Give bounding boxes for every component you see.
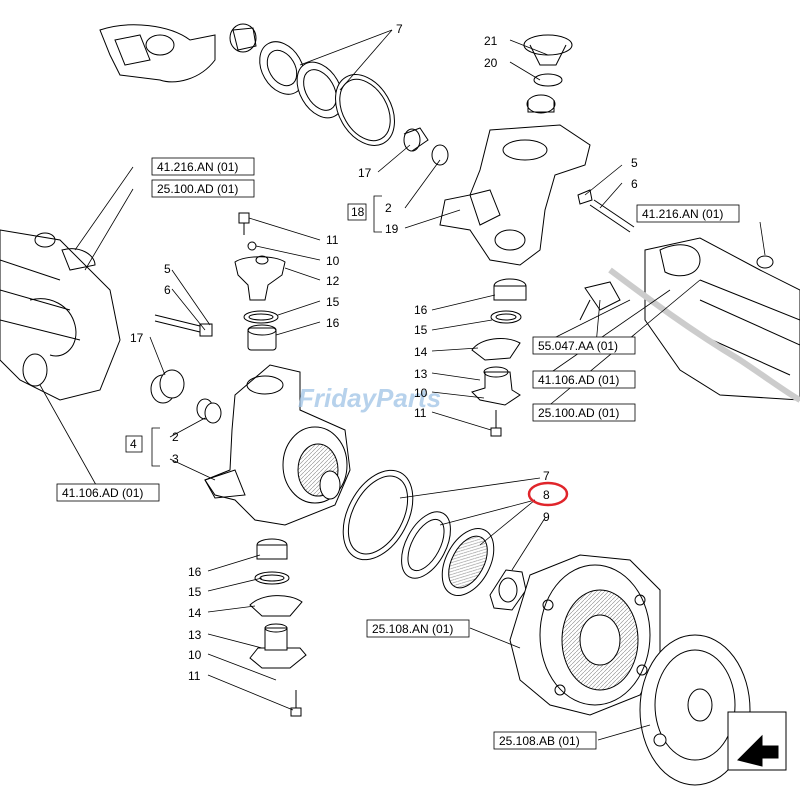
main-steering-knuckle: [204, 364, 351, 526]
callout-11[interactable]: 11: [326, 233, 339, 247]
callout-14[interactable]: 14: [188, 606, 202, 620]
callout-11[interactable]: 11: [414, 406, 427, 420]
callout-6[interactable]: 6: [631, 177, 638, 191]
callout-10[interactable]: 10: [326, 254, 340, 268]
upper-bearing-stack: [259, 41, 395, 146]
callout-13[interactable]: 13: [188, 628, 202, 642]
ref-label: 41.216.AN (01): [157, 160, 238, 174]
group-label: 18: [351, 205, 365, 219]
callout-10[interactable]: 10: [188, 648, 202, 662]
callout-16[interactable]: 16: [326, 316, 340, 330]
callout-14[interactable]: 14: [414, 345, 428, 359]
ref-label: 41.216.AN (01): [642, 207, 723, 221]
group-4[interactable]: 4: [125, 427, 160, 467]
ref-label: 25.108.AB (01): [499, 734, 580, 748]
callout-13[interactable]: 13: [414, 367, 428, 381]
highlight-circle: [527, 481, 569, 507]
wheel-hub: [509, 554, 661, 716]
callout-9[interactable]: 9: [543, 510, 550, 524]
ref-label: 25.108.AN (01): [372, 622, 453, 636]
arrow-icon[interactable]: [727, 711, 787, 771]
ref-label: 25.100.AD (01): [538, 406, 619, 420]
ref-25108ab[interactable]: 25.108.AB (01): [493, 731, 597, 750]
lower-bushings: [150, 369, 222, 424]
callout-7[interactable]: 7: [543, 469, 550, 483]
ref-label: 25.100.AD (01): [157, 182, 238, 196]
callout-10[interactable]: 10: [414, 386, 428, 400]
upper-stud: [577, 189, 635, 233]
ref-25100ad-left[interactable]: 25.100.AD (01): [151, 179, 255, 198]
callout-numbers: 7 21 20 17 2 19 5 6 11 10 12 15 16 5 6 1…: [130, 22, 638, 683]
leader-lines: [39, 29, 766, 741]
upper-steering-knuckle: [439, 34, 591, 266]
ref-41106ad-left[interactable]: 41.106.AD (01): [56, 483, 160, 502]
callout-8[interactable]: 8: [543, 488, 550, 502]
ref-25108an[interactable]: 25.108.AN (01): [366, 619, 470, 638]
callout-6[interactable]: 6: [164, 283, 171, 297]
hub-bearing-stack: [342, 469, 527, 611]
callout-17[interactable]: 17: [358, 166, 372, 180]
right-axle-housing: [579, 237, 800, 403]
ref-41106ad-right[interactable]: 41.106.AD (01): [532, 370, 636, 389]
left-axle-housing: [0, 229, 121, 401]
ref-55047aa[interactable]: 55.047.AA (01): [532, 336, 636, 355]
callout-15[interactable]: 15: [188, 585, 202, 599]
reference-box-group: 41.216.AN (01) 25.100.AD (01) 41.216.AN …: [56, 157, 740, 750]
callout-5[interactable]: 5: [164, 262, 171, 276]
callout-20[interactable]: 20: [484, 56, 498, 70]
lower-stud: [154, 314, 213, 337]
watermark: FridayParts: [298, 383, 441, 413]
callout-3[interactable]: 3: [172, 452, 179, 466]
callout-7[interactable]: 7: [396, 22, 403, 36]
callout-16[interactable]: 16: [414, 303, 428, 317]
callout-11[interactable]: 11: [188, 669, 201, 683]
group-18[interactable]: 18: [347, 195, 382, 233]
callout-15[interactable]: 15: [414, 323, 428, 337]
ref-label: 55.047.AA (01): [538, 339, 618, 353]
ref-label: 41.106.AD (01): [538, 373, 619, 387]
callout-21[interactable]: 21: [484, 34, 498, 48]
wheel-flange: [639, 634, 751, 786]
ref-25100ad-right[interactable]: 25.100.AD (01): [532, 403, 636, 422]
callout-17[interactable]: 17: [130, 331, 144, 345]
group-label: 4: [130, 437, 137, 451]
callout-15[interactable]: 15: [326, 295, 340, 309]
ref-label: 41.106.AD (01): [62, 486, 143, 500]
callout-2[interactable]: 2: [172, 430, 179, 444]
upper-housing-part: [99, 23, 257, 83]
callout-5[interactable]: 5: [631, 156, 638, 170]
callout-19[interactable]: 19: [385, 222, 399, 236]
callout-12[interactable]: 12: [326, 274, 340, 288]
upper-bushings: [403, 127, 449, 166]
right-kingpin-assembly: [471, 278, 527, 437]
upper-kingpin-assembly: [234, 212, 286, 351]
ref-41216an-left[interactable]: 41.216.AN (01): [151, 157, 255, 176]
ref-41216an-right[interactable]: 41.216.AN (01): [636, 204, 740, 223]
callout-16[interactable]: 16: [188, 565, 202, 579]
lower-kingpin-assembly: [249, 538, 307, 717]
callout-2[interactable]: 2: [385, 201, 392, 215]
